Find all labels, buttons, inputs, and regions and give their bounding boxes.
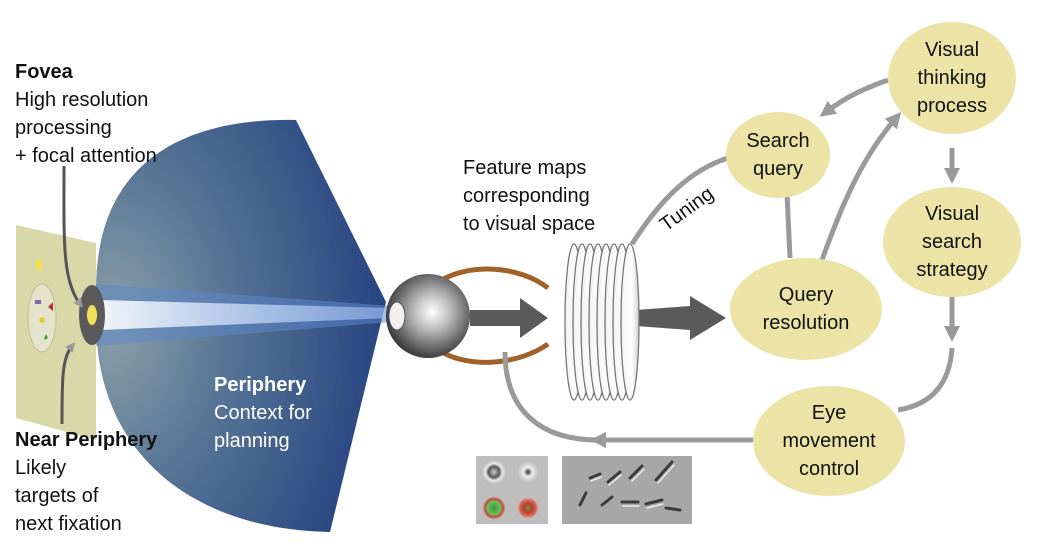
node-search-query (726, 112, 830, 198)
near-periphery-pointer-arrow (60, 342, 76, 425)
center-surround-filters-thumbnail (476, 456, 548, 524)
periphery-line: planning (214, 430, 290, 452)
near-periphery-label: Near Periphery Likely targets of next fi… (15, 426, 157, 538)
fovea-pointer-arrow (62, 165, 83, 308)
node-line: Visual (924, 203, 980, 225)
feature-maps-label: Feature maps corresponding to visual spa… (463, 154, 595, 238)
node-line: movement (782, 430, 876, 452)
oriented-filters-thumbnail (562, 456, 692, 524)
node-line: strategy (916, 259, 988, 281)
fovea-line: + focal attention (15, 145, 157, 167)
search-query-text: Search query (746, 127, 809, 183)
periphery-label: Periphery Context for planning (214, 371, 312, 455)
node-line: control (798, 458, 860, 480)
feature-maps-line: to visual space (463, 213, 596, 235)
node-line: search (921, 231, 983, 253)
viewing-screen (16, 225, 96, 440)
near-periphery-line: Likely (15, 457, 67, 479)
visual-field-cone (96, 119, 392, 532)
near-periphery-title: Near Periphery (15, 429, 158, 451)
node-line: Query (778, 284, 834, 306)
node-visual-search-strategy (883, 187, 1021, 297)
periphery-line: Context for (214, 402, 312, 424)
control-flow-arrows (502, 77, 961, 449)
fovea-label: Fovea High resolution processing + focal… (15, 58, 157, 170)
node-eye-movement-control (753, 386, 905, 496)
eye-movement-control-text: Eye movement control (782, 399, 875, 483)
fovea-line: High resolution (15, 89, 149, 111)
fovea-disc (79, 285, 105, 345)
periphery-title: Periphery (214, 374, 307, 396)
node-line: thinking (917, 67, 987, 89)
feature-flow-arrows (470, 296, 726, 340)
tuning-label: Tuning (656, 183, 718, 236)
node-line: resolution (762, 312, 850, 334)
node-line: Visual (924, 39, 980, 61)
node-line: process (916, 95, 988, 117)
node-visual-thinking (888, 22, 1016, 134)
node-line: Eye (811, 402, 847, 424)
fovea-line: processing (15, 117, 112, 139)
node-query-resolution (730, 258, 882, 360)
node-line: Search (746, 130, 810, 152)
visual-thinking-text: Visual thinking process (917, 36, 987, 120)
near-periphery-line: targets of (15, 485, 99, 507)
fovea-title: Fovea (15, 61, 73, 83)
feature-maps-line: Feature maps (463, 157, 587, 179)
node-line: query (752, 158, 804, 180)
near-periphery-line: next fixation (15, 513, 122, 535)
visual-search-strategy-text: Visual search strategy (916, 200, 987, 284)
eyeball (386, 266, 550, 365)
feature-maps-line: corresponding (463, 185, 590, 207)
query-resolution-text: Query resolution (763, 281, 850, 337)
feature-map-stack (564, 243, 640, 401)
feature-map-disc (620, 243, 640, 401)
